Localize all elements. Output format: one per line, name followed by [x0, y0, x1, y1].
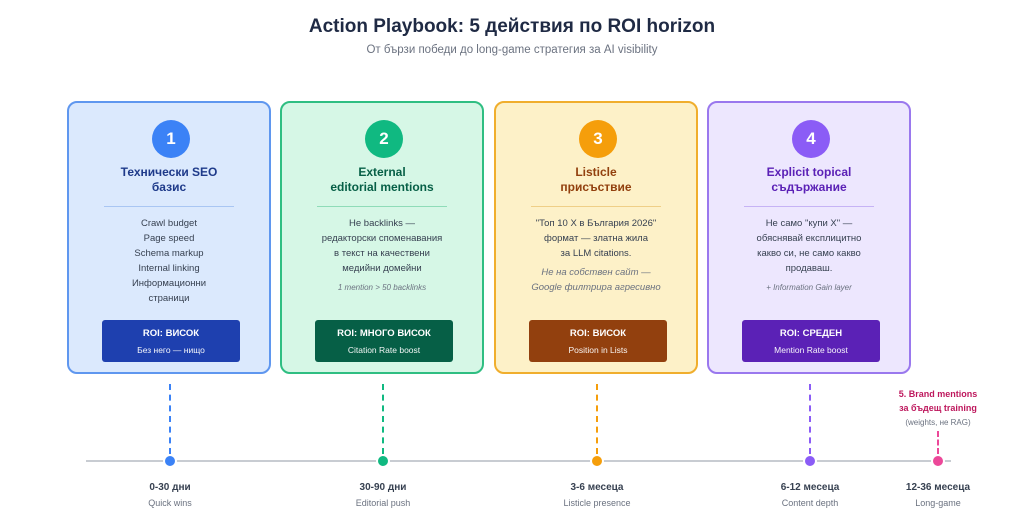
action-card-4: 4 Explicit topical съдържание Не само "к… [707, 101, 911, 374]
card-body: Crawl budget Page speed Schema markup In… [81, 216, 257, 306]
page-subtitle: От бързи победи до long-game стратегия з… [366, 44, 658, 56]
card-text: "Топ 10 X в България 2026" формат — злат… [535, 218, 657, 259]
card-title: External editorial mentions [330, 165, 434, 194]
timeline-sublabel: Quick wins [148, 498, 192, 508]
card-text: Не само "купи X" — обяснявай експлицитно… [756, 218, 862, 274]
timeline-label: 30-90 дни [359, 482, 407, 493]
card-divider [104, 206, 234, 207]
card-text: Не backlinks — редакторски споменавания … [321, 218, 443, 274]
card-body: "Топ 10 X в България 2026" формат — злат… [508, 216, 684, 295]
connector-line-1 [169, 384, 171, 454]
roi-badge: ROI: МНОГО ВИСОК Citation Rate boost [315, 320, 453, 362]
roi-subtext: Citation Rate boost [347, 345, 421, 355]
connector-line-4 [809, 384, 811, 454]
step-number-badge: 2 [365, 120, 403, 158]
roi-subtext: Без него — нищо [137, 345, 205, 355]
timeline-label: 12-36 месеца [905, 482, 971, 493]
roi-badge: ROI: СРЕДЕН Mention Rate boost [742, 320, 880, 362]
timeline-label: 6-12 месеца [780, 482, 840, 493]
card-divider [744, 206, 874, 207]
roi-label: ROI: ВИСОК [142, 328, 200, 339]
brand-mentions-label: 5. Brand mentions за бъдещ training [898, 389, 978, 413]
timeline-label: 3-6 месеца [570, 482, 624, 493]
connector-line-5 [937, 431, 939, 454]
timeline-sublabel: Listicle presence [563, 498, 631, 508]
card-body: Не backlinks — редакторски споменавания … [294, 216, 470, 295]
roi-label: ROI: МНОГО ВИСОК [337, 328, 431, 339]
timeline-sublabel: Long-game [915, 498, 961, 508]
page-title: Action Playbook: 5 действия по ROI horiz… [308, 16, 716, 37]
card-divider [317, 206, 447, 207]
card-line: Информационни страници [131, 278, 207, 304]
timeline-dot-5 [931, 454, 945, 468]
card-divider [531, 206, 661, 207]
card-title: Listicle присъствие [560, 165, 632, 194]
timeline-sublabel: Editorial push [355, 498, 411, 508]
card-body: Не само "купи X" — обяснявай експлицитно… [721, 216, 897, 295]
timeline-axis [86, 460, 951, 462]
timeline-dot-3 [590, 454, 604, 468]
card-line: Crawl budget [141, 218, 197, 229]
action-card-3: 3 Listicle присъствие "Топ 10 X в Българ… [494, 101, 698, 374]
card-line: Internal linking [138, 263, 200, 274]
roi-subtext: Mention Rate boost [774, 345, 848, 355]
brand-mentions-note: (weights, не RAG) [905, 418, 971, 427]
card-title: Технически SEO базис [120, 165, 218, 194]
roi-badge: ROI: ВИСОК Position in Lists [529, 320, 667, 362]
roi-subtext: Position in Lists [568, 345, 628, 355]
connector-line-2 [382, 384, 384, 454]
roi-label: ROI: СРЕДЕН [779, 328, 843, 339]
action-card-2: 2 External editorial mentions Не backlin… [280, 101, 484, 374]
timeline-dot-2 [376, 454, 390, 468]
step-number-badge: 3 [579, 120, 617, 158]
timeline-sublabel: Content depth [781, 498, 839, 508]
timeline-dot-1 [163, 454, 177, 468]
step-number-badge: 1 [152, 120, 190, 158]
card-line: Page speed [143, 233, 195, 244]
timeline-label: 0-30 дни [149, 482, 191, 493]
roi-label: ROI: ВИСОК [569, 328, 627, 339]
connector-line-3 [596, 384, 598, 454]
card-italic-note: Не на собствен сайт — Google филтрира аг… [531, 267, 661, 293]
card-note: + Information Gain layer [766, 283, 852, 292]
card-note: 1 mention > 50 backlinks [337, 283, 427, 292]
step-number-badge: 4 [792, 120, 830, 158]
card-title: Explicit topical съдържание [766, 165, 852, 194]
timeline-dot-4 [803, 454, 817, 468]
action-card-1: 1 Технически SEO базис Crawl budget Page… [67, 101, 271, 374]
card-line: Schema markup [134, 248, 204, 259]
roi-badge: ROI: ВИСОК Без него — нищо [102, 320, 240, 362]
